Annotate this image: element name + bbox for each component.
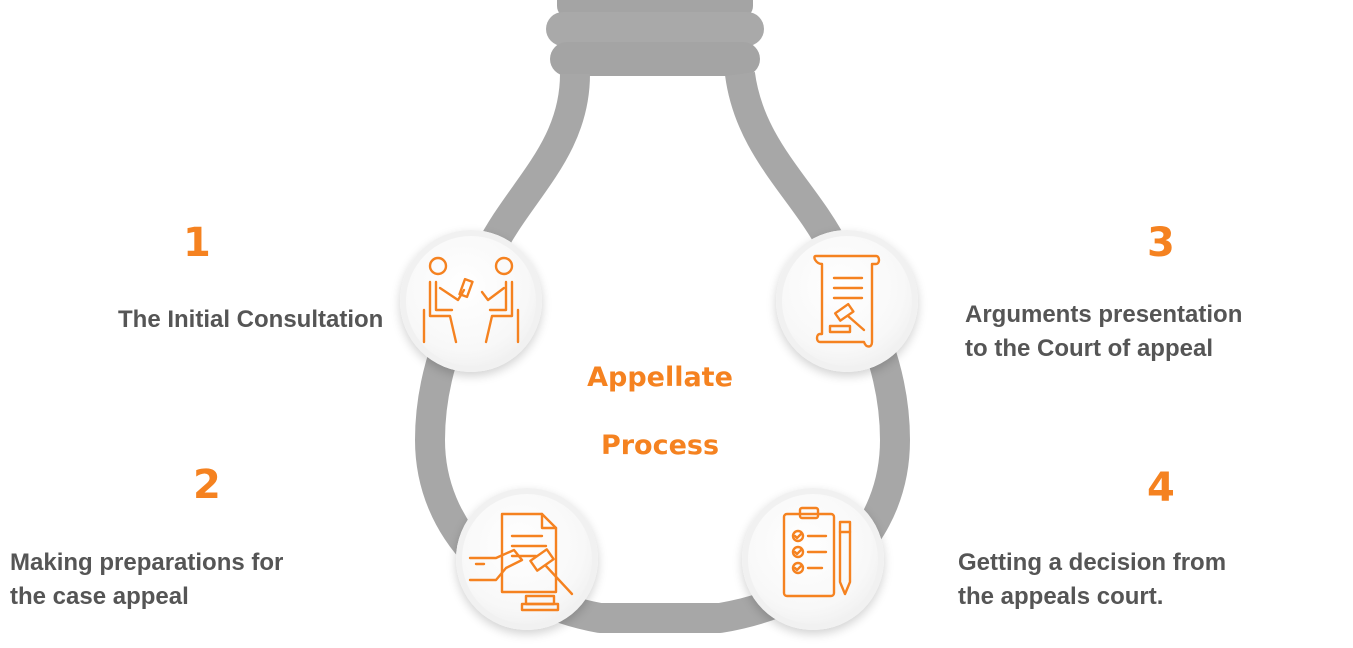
step-1-label-line1: The Initial Consultation bbox=[118, 306, 384, 333]
step-3-number: 3 bbox=[1147, 220, 1175, 266]
consultation-icon bbox=[422, 256, 520, 344]
step-1-label: The Initial Consultation bbox=[118, 303, 383, 337]
step-3-label-line1: Arguments presentation bbox=[965, 301, 1243, 328]
bulb-cap-ring-2 bbox=[550, 42, 760, 76]
step-4-label-line1: Getting a decision from bbox=[958, 549, 1227, 576]
step-3-label-line2: to the Court of appeal bbox=[965, 335, 1213, 362]
step-3-label: Arguments presentation to the Court of a… bbox=[965, 298, 1242, 366]
step-2-medal bbox=[456, 488, 598, 630]
step-1-medal bbox=[400, 230, 542, 372]
process-title-line1: Appellate bbox=[587, 362, 733, 393]
scroll-gavel-icon bbox=[813, 254, 881, 348]
step-4-number: 4 bbox=[1147, 465, 1175, 511]
bulb-cap-ring-1 bbox=[546, 12, 764, 46]
legal-document-gavel-icon bbox=[468, 512, 574, 612]
step-1-number: 1 bbox=[183, 220, 211, 266]
step-2-label-line2: the case appeal bbox=[10, 583, 189, 610]
step-4-label-line2: the appeals court. bbox=[958, 583, 1164, 610]
step-2-label: Making preparations for the case appeal bbox=[10, 546, 283, 614]
step-3-medal bbox=[776, 230, 918, 372]
checklist-pen-icon bbox=[782, 506, 852, 598]
step-2-number: 2 bbox=[193, 462, 221, 508]
step-4-medal bbox=[742, 488, 884, 630]
process-title-line2: Process bbox=[600, 430, 720, 461]
step-4-label: Getting a decision from the appeals cour… bbox=[958, 546, 1226, 614]
step-2-label-line1: Making preparations for bbox=[10, 549, 284, 576]
